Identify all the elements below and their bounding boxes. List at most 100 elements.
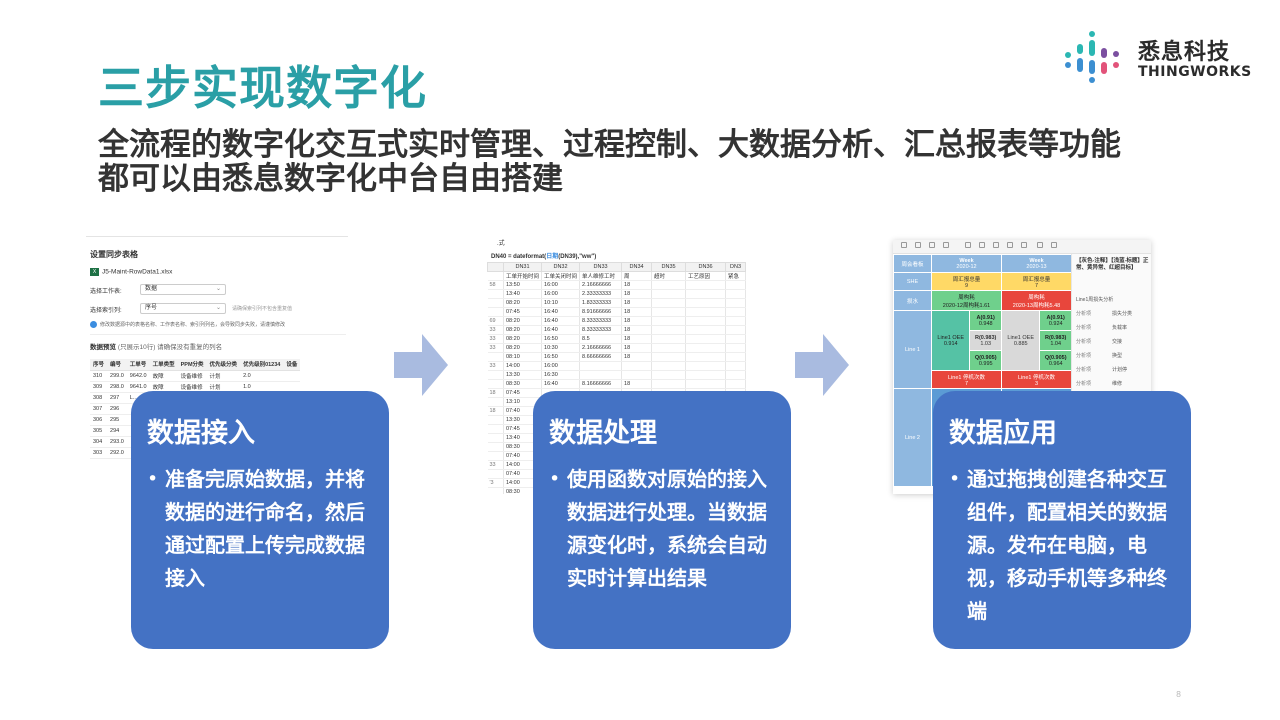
oee-label: Line1 OEE xyxy=(937,334,964,341)
row-number: 58 xyxy=(487,280,504,290)
toolbar-button[interactable] xyxy=(1007,242,1013,248)
row-number xyxy=(487,379,504,389)
she-label: 周汇报总量 xyxy=(1022,276,1051,283)
worksheet-label: 选择工作表: xyxy=(90,289,122,295)
table-cell: 298.0 xyxy=(107,381,127,393)
table-cell xyxy=(725,325,747,335)
table-cell: 08:20 xyxy=(503,343,543,353)
table-cell: 18 xyxy=(621,334,653,344)
week-value: 2020-13 xyxy=(1026,263,1047,270)
logo-name-cn: 悉息科技 xyxy=(1138,40,1231,65)
metric-cell: R(0.983)1.04 xyxy=(1039,330,1072,351)
table-cell xyxy=(685,316,727,326)
table-cell xyxy=(725,316,747,326)
toolbar-button[interactable] xyxy=(901,242,907,248)
panel-row-label: 分析项 xyxy=(1076,339,1092,345)
table-cell xyxy=(651,298,687,308)
panel-row-value: 交接 xyxy=(1112,339,1123,345)
step-card-data-application: 数据应用 • 通过拖拽创建各种交互组件，配置相关的数据源。发布在电脑，电视，移动… xyxy=(933,391,1191,649)
step-card-data-processing: 数据处理 • 使用函数对原始的接入数据进行处理。当数据源变化时，系统会自动实时计… xyxy=(533,391,791,649)
metric-cell: R(0.983)1.03 xyxy=(969,330,1002,351)
step-card-title: 数据应用 xyxy=(949,418,1057,449)
table-cell: 08:20 xyxy=(503,334,543,344)
subheader-cell: 工单开始时间 xyxy=(503,271,543,281)
metric-label: Q(0.905) xyxy=(1044,354,1067,361)
table-cell xyxy=(685,289,727,299)
table-cell: 13:30 xyxy=(503,370,543,380)
table-cell: 18 xyxy=(621,316,653,326)
row-number: 33 xyxy=(487,361,504,371)
formula-bar[interactable]: DN40 = dateformat(日期(DN39),"ww") xyxy=(491,251,596,260)
toolbar-button[interactable] xyxy=(943,242,949,248)
row-label: Line 2 xyxy=(893,388,932,487)
table-cell: 8.5 xyxy=(579,334,623,344)
column-header: 优先级分类 xyxy=(206,359,241,371)
column-header: 工单类型 xyxy=(149,359,178,371)
table-header-row: 序号 编号 工单号 工单类型 PPM分类 优先级分类 优先级别01234 设备 xyxy=(90,359,301,371)
table-cell xyxy=(685,298,727,308)
she-value: 9 xyxy=(964,282,969,289)
toolbar-button[interactable] xyxy=(1051,242,1057,248)
panel-row-value: 计划停 xyxy=(1112,367,1128,373)
table-cell: 18 xyxy=(621,352,653,362)
table-cell: 2.16666666 xyxy=(579,280,623,290)
worksheet-select[interactable]: 数据 ⌄ xyxy=(140,284,226,295)
row-label: Line 1 xyxy=(893,310,932,389)
editor-toolbar xyxy=(893,240,1151,254)
column-header: DN33 xyxy=(579,262,623,272)
subheader-cell: 单人维修工时 xyxy=(579,271,623,281)
row-number xyxy=(487,289,504,299)
excel-file-icon: X xyxy=(90,268,99,276)
sheet-header-fragment: .式 xyxy=(497,241,505,247)
table-cell xyxy=(685,379,727,389)
toolbar-button[interactable] xyxy=(979,242,985,248)
sync-warning-text: 修改数据源中的表格名称、工作表名称、索引列列名，会导致同步失败，请谨慎修改 xyxy=(100,322,286,328)
table-cell: 18 xyxy=(621,325,653,335)
table-cell: 292.0 xyxy=(107,447,127,459)
table-cell: 08:20 xyxy=(503,325,543,335)
table-cell: 310 xyxy=(90,370,108,382)
column-header: DN36 xyxy=(685,262,727,272)
toolbar-button[interactable] xyxy=(1021,242,1027,248)
subheader-cell: 工单关闭时间 xyxy=(541,271,581,281)
toolbar-button[interactable] xyxy=(1037,242,1043,248)
step-card-title: 数据处理 xyxy=(549,418,657,449)
column-header: 设备 xyxy=(283,359,301,371)
table-cell: 309 xyxy=(90,381,108,393)
company-logo: 悉息科技 THINGWORKS xyxy=(1062,30,1252,90)
table-cell: 16:50 xyxy=(541,352,581,362)
table-cell: 8.33333333 xyxy=(579,316,623,326)
table-cell xyxy=(725,352,747,362)
dashboard-row: Q(0.905)0.995 Q(0.905)0.964 xyxy=(894,350,1072,371)
index-column-value: 序号 xyxy=(145,305,158,311)
toolbar-button[interactable] xyxy=(993,242,999,248)
table-cell xyxy=(621,370,653,380)
week-label: Week xyxy=(1029,257,1044,264)
she-label: 周汇报总量 xyxy=(952,276,981,283)
toolbar-button[interactable] xyxy=(965,242,971,248)
table-cell: 307 xyxy=(90,403,108,415)
slide-title: 三步实现数字化 xyxy=(98,61,427,115)
toolbar-button[interactable] xyxy=(929,242,935,248)
row-number xyxy=(487,451,504,461)
table-cell xyxy=(725,298,747,308)
table-cell: 13:50 xyxy=(503,280,543,290)
table-cell: 293.0 xyxy=(107,436,127,448)
table-cell: 计划 xyxy=(206,370,241,382)
index-column-select[interactable]: 序号 ⌄ xyxy=(140,303,226,314)
table-cell: 8.91666666 xyxy=(579,307,623,317)
row-number: 33 xyxy=(487,460,504,470)
toolbar-button[interactable] xyxy=(915,242,921,248)
stop-label: Line1 停机次数 xyxy=(948,374,985,381)
table-cell xyxy=(725,361,747,371)
panel-row-label: 分析项 xyxy=(1076,381,1092,387)
